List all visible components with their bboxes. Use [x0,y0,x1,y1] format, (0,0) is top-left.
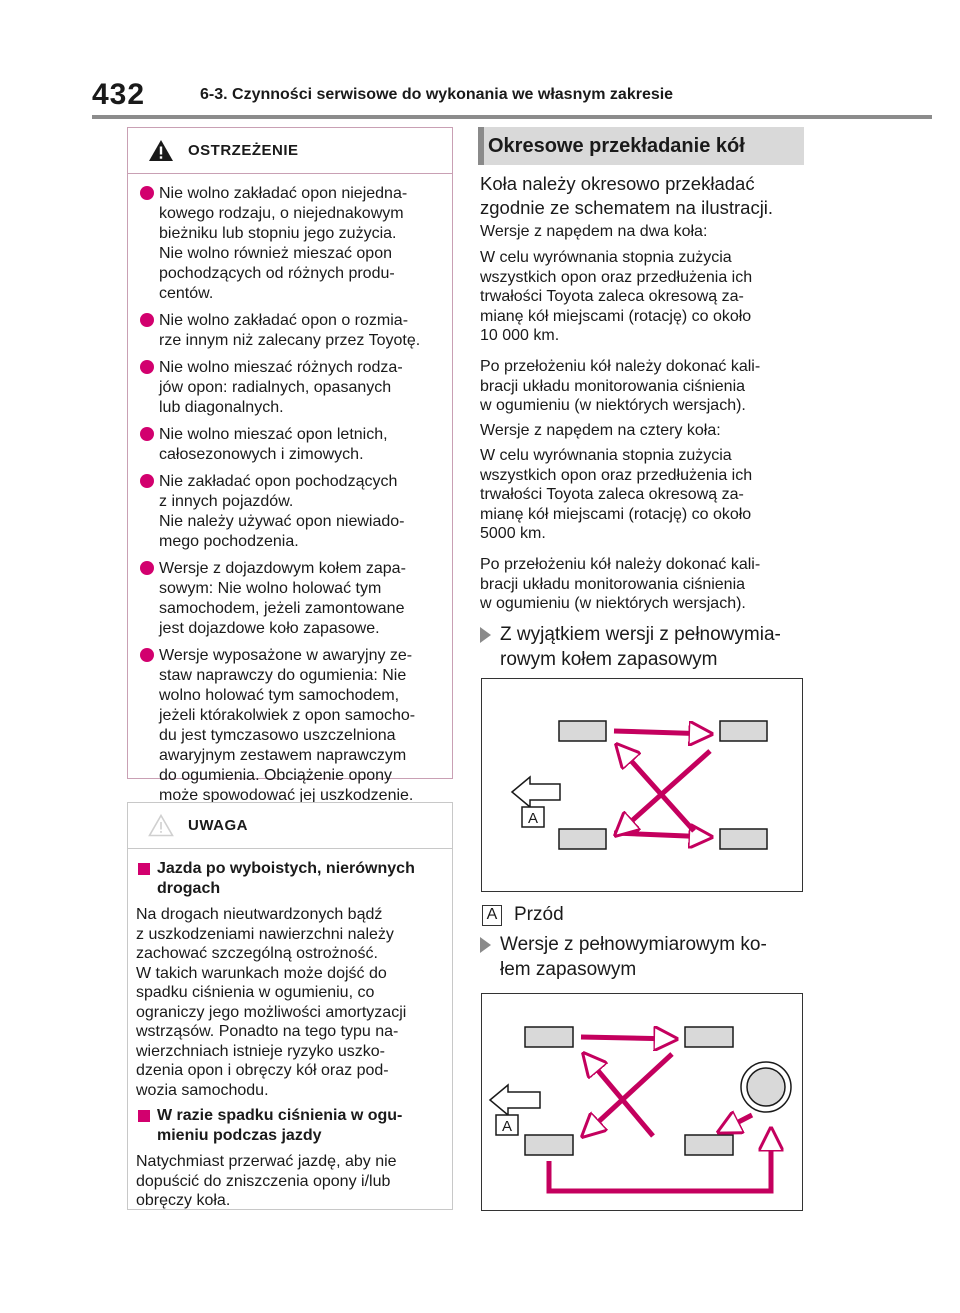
warning-list: Nie wolno zakładać opon niejedna- kowego… [128,174,452,806]
caution-paragraph: Natychmiast przerwać jazdę, aby nie dopu… [136,1153,397,1209]
rotation-arrow [584,1054,655,1138]
rotation-arrow [617,745,696,833]
four-wd-text: W celu wyrównania stopnia zużycia wszyst… [480,447,753,542]
bullet-square-icon [138,1110,150,1122]
warning-item: Nie wolno zakładać opon o rozmia- rze in… [138,311,442,351]
bullet-dot-icon [140,186,154,200]
bullet-square-icon [138,863,150,875]
variant-heading: Wersje z pełnowymiarowym ko- łem zapasow… [480,932,810,982]
rotation-diagram-svg: A [510,720,768,850]
diagram-key-label: A [502,1118,512,1135]
front-direction-arrow-icon [488,1083,541,1117]
header-rule [92,115,932,119]
two-wd-label: Wersje z napędem na dwa koła: [480,223,708,240]
tire-front-left [524,1026,574,1048]
caution-heading: Jazda po wyboistych, nierównych drogach [136,859,444,899]
tire-front-right [684,1026,734,1048]
rotation-diagram-svg: A [488,994,792,1194]
caution-body: Jazda po wyboistych, nierównych drogach … [128,849,452,1211]
page-number: 432 [92,78,146,111]
warning-item: Nie wolno zakładać opon niejedna- kowego… [138,184,442,304]
rotation-arrow [613,833,711,837]
spare-tire-inner [746,1067,786,1107]
rotation-arrow [583,1052,674,1136]
tire-front-right [719,720,768,742]
rotation-title: Okresowe przekładanie kół [478,127,804,165]
diagram-key-box [495,1114,519,1136]
rotation-arrow [719,1115,754,1132]
bullet-dot-icon [140,561,154,575]
caution-box: UWAGA Jazda po wyboistych, nierównych dr… [127,802,453,1210]
bullet-dot-icon [140,648,154,662]
warning-item: Wersje z dojazdowym kołem zapa- sowym: N… [138,559,442,639]
warning-item: Nie zakładać opon pochodzących z innych … [138,472,442,552]
diagram-key-label: A [528,810,538,827]
rotation-arrow [580,1037,676,1039]
caution-paragraph: Na drogach nieutwardzonych bądź z uszkod… [136,906,407,1099]
four-wd-label: Wersje z napędem na cztery koła: [480,422,721,439]
page-header: 432 6-3. Czynności serwisowe do wykonani… [92,78,932,118]
warning-item: Wersje wyposażone w awaryjny ze- staw na… [138,646,442,806]
warning-item: Nie wolno mieszać różnych rodza- jów opo… [138,358,442,418]
triangle-bullet-icon [480,937,491,953]
section-title: 6-3. Czynności serwisowe do wykonania we… [200,86,674,103]
bullet-dot-icon [140,313,154,327]
bullet-dot-icon [140,474,154,488]
variant-heading: Z wyjątkiem wersji z pełnowymia- rowym k… [480,622,810,672]
tire-rear-right [684,1134,734,1156]
warning-item: Nie wolno mieszać opon letnich, całosezo… [138,425,442,465]
bullet-dot-icon [140,360,154,374]
diagram-key-box [521,806,545,828]
rotation-diagram-standard: A [481,678,803,892]
caution-title: UWAGA [188,817,248,834]
legend-label: Przód [514,904,564,925]
rotation-arrow [546,1129,771,1194]
tire-rear-left [558,828,607,850]
triangle-bullet-icon [480,627,491,643]
tire-rear-right [719,828,768,850]
warning-box: OSTRZEŻENIE Nie wolno zakładać opon niej… [127,127,453,804]
legend-key: A [482,904,502,926]
caution-triangle-icon [148,814,174,837]
warning-title: OSTRZEŻENIE [188,142,299,159]
warning-triangle-icon [149,140,173,161]
bullet-dot-icon [140,427,154,441]
warning-box-header: OSTRZEŻENIE [128,128,452,174]
four-wd-note: Po przełożeniu kół należy dokonać kali- … [480,556,761,612]
tire-front-left [558,720,607,742]
rotation-intro: Koła należy okresowo przekładać zgodnie … [480,173,774,218]
front-direction-arrow-icon [510,775,561,809]
caution-box-header: UWAGA [128,803,452,849]
tire-rear-left [524,1134,574,1156]
diagram-legend: A Przód [482,903,564,927]
two-wd-text: W celu wyrównania stopnia zużycia wszyst… [480,249,753,344]
caution-heading: W razie spadku ciśnienia w ogu- mieniu p… [136,1106,444,1146]
two-wd-note: Po przełożeniu kół należy dokonać kali- … [480,358,761,414]
rotation-arrow [613,731,711,734]
rotation-diagram-fullsize-spare: A [481,993,803,1211]
